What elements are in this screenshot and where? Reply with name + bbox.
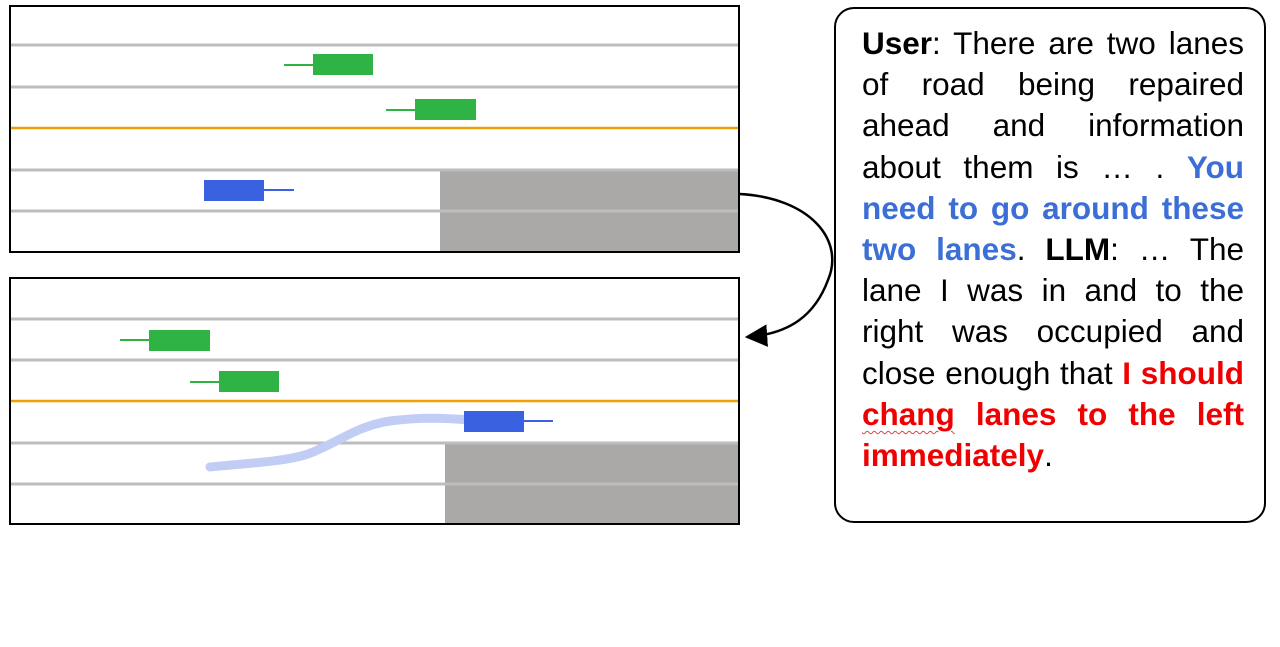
llm-message: : … The lane I was in and to the right w… [862,231,1244,391]
bottom-other-vehicle-2 [190,371,279,392]
top-ego-vehicle [204,180,294,201]
ego-trajectory [205,413,475,472]
bottom-ego-vehicle [464,411,553,432]
llm-decision-typo: chang [862,395,955,432]
user-instruction: You need to go around these two lanes [862,148,1244,268]
bottom-other-vehicle-1 [120,330,210,351]
bottom-panel-border [9,277,740,525]
top-panel-border [9,5,740,253]
top-other-vehicle-1 [284,54,373,75]
llm-decision-1: I should [1122,354,1244,391]
dialogue-text: User: There are two lanes of road being … [862,23,1244,476]
top-scenario-panel [9,5,740,253]
llm-decision-2: lanes to the left immediately [862,395,1244,474]
bottom-scenario-panel [9,277,740,525]
user-message-end: . [1016,231,1026,268]
top-other-vehicle-2 [386,99,476,120]
dialogue-box: User: There are two lanes of road being … [834,7,1266,523]
transition-arrow [739,192,834,347]
llm-message-end: . [1044,437,1053,474]
user-speaker-label: User [862,25,933,61]
llm-speaker-label: LLM [1045,231,1111,268]
user-message: : There are two lanes of road being repa… [862,25,1244,185]
